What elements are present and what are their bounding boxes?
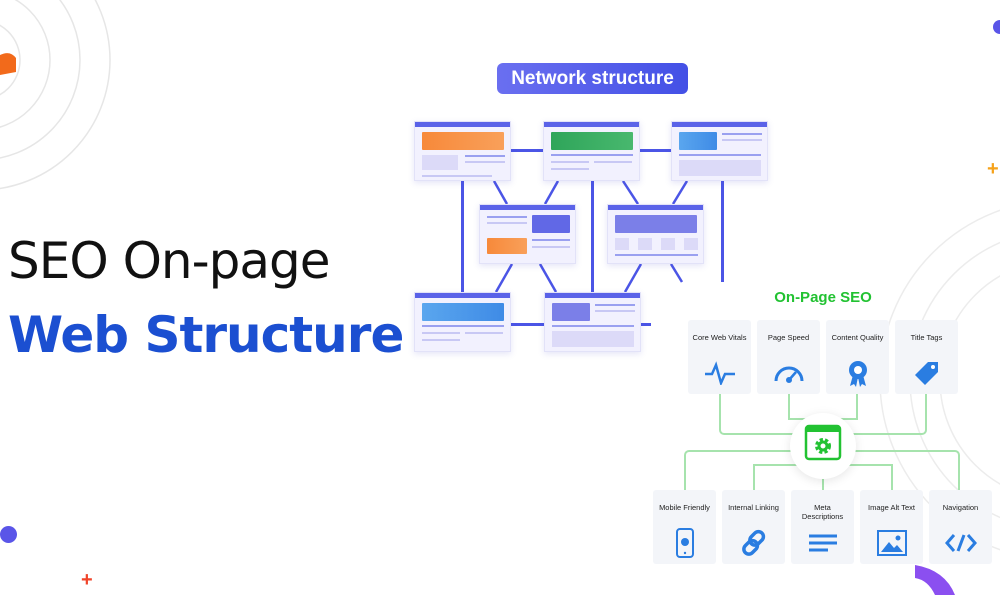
webpage-node [543,121,640,181]
onpage-seo-title: On-Page SEO [774,289,872,306]
seo-card-image-alt-text: Image Alt Text [860,490,923,564]
webpage-node [671,121,768,181]
pulse-icon [704,361,735,385]
award-badge-icon [848,361,867,387]
plus-icon: + [987,158,999,180]
card-label: Core Web Vitals [692,333,747,342]
webpage-node [544,292,641,352]
seo-card-internal-linking: Internal Linking [722,490,785,564]
card-label: Title Tags [910,333,943,342]
card-label: Navigation [942,503,979,512]
headline-line2: Web Structure [8,306,404,364]
network-structure-title: Network structure [497,63,688,94]
card-label: Page Speed [767,333,810,342]
decorative-dot [0,526,17,543]
seo-card-mobile-friendly: Mobile Friendly [653,490,716,564]
headline-line1: SEO On-page [8,232,331,290]
tag-icon [914,362,938,385]
speedometer-icon [774,366,803,383]
link-icon [741,529,765,556]
settings-hub [790,413,856,479]
seo-card-core-web-vitals: Core Web Vitals [688,320,751,394]
card-label: Mobile Friendly [659,503,710,512]
card-label: Image Alt Text [868,503,915,512]
mobile-check-icon [675,528,694,558]
seo-card-title-tags: Title Tags [895,320,958,394]
card-label: Content Quality [831,333,884,342]
seo-card-page-speed: Page Speed [757,320,820,394]
webpage-node [479,204,576,264]
seo-card-content-quality: Content Quality [826,320,889,394]
code-icon [944,534,977,552]
card-label: Internal Linking [728,503,779,512]
webpage-node [414,292,511,352]
decorative-arcs [0,0,111,190]
decorative-dot [993,20,1000,34]
image-icon [876,530,907,556]
seo-card-navigation: Navigation [929,490,992,564]
webpage-node [414,121,511,181]
browser-gear-icon [804,424,842,461]
seo-card-meta-descriptions: Meta Descriptions [791,490,854,564]
webpage-node [607,204,704,264]
plus-icon: + [81,569,93,591]
text-lines-icon [808,534,837,552]
card-label: Meta Descriptions [801,503,844,521]
